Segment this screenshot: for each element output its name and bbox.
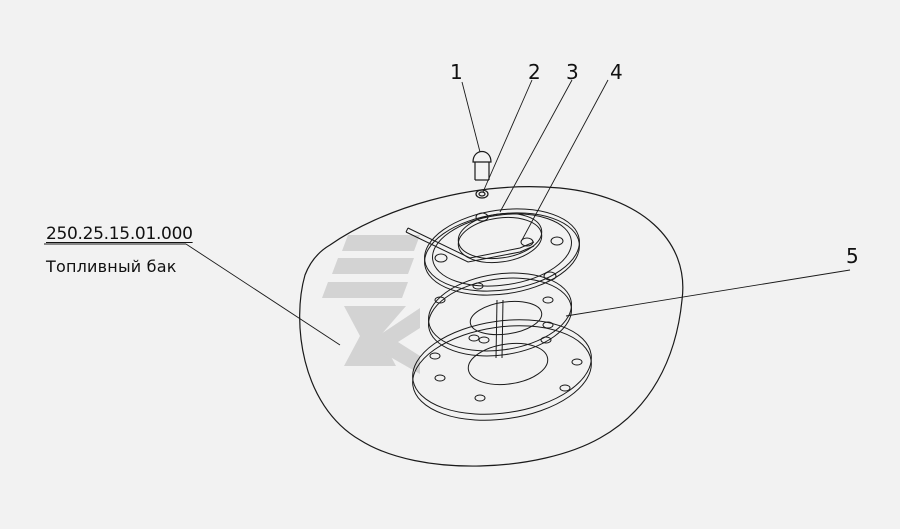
leader-5 [565, 269, 851, 317]
assembly-name: Топливный бак [46, 257, 177, 276]
leader-1 [461, 81, 481, 153]
leader-3 [499, 79, 573, 213]
gasket-ring [428, 272, 572, 359]
callout-3: 3 [566, 60, 579, 84]
watermark-chevron [344, 306, 406, 366]
leader-lines [44, 79, 851, 346]
fuel-tube [407, 227, 535, 259]
fuel-tube-inner [405, 231, 535, 263]
leader-2 [482, 79, 533, 193]
watermark-stripe [322, 282, 408, 298]
callout-2: 2 [528, 60, 541, 84]
fuel-tank-outline [299, 186, 684, 467]
watermark-chevron [378, 308, 420, 374]
washer [475, 189, 489, 199]
callout-4: 4 [610, 60, 623, 84]
callout-1: 1 [450, 60, 463, 84]
leader-assembly [185, 243, 341, 346]
screw [472, 150, 492, 181]
fuel-level-sender [405, 208, 580, 296]
bottom-flange [412, 319, 592, 421]
watermark-stripe [342, 235, 420, 251]
leader-4 [521, 79, 609, 241]
assembly-code: 250.25.15.01.000 [46, 224, 193, 244]
callout-5: 5 [846, 244, 859, 268]
watermark-stripe [332, 258, 414, 274]
watermark-logo [322, 235, 420, 374]
